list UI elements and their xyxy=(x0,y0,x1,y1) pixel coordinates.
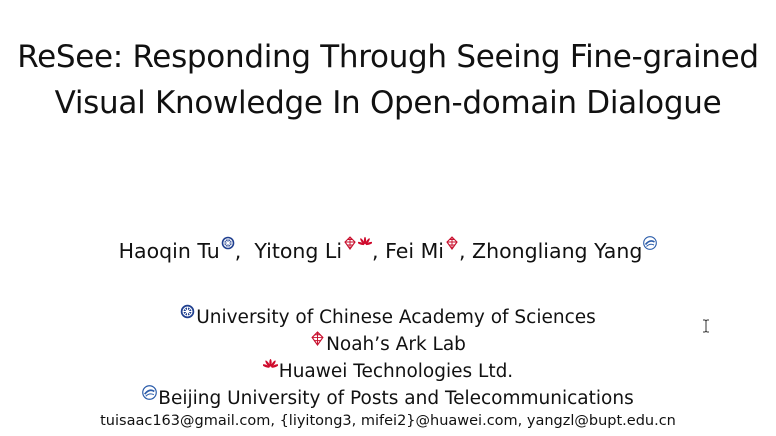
title-line-1: ReSee: Responding Through Seeing Fine-gr… xyxy=(17,39,759,75)
noahs-ark-logo-icon xyxy=(310,328,325,346)
huawei-logo-icon xyxy=(262,355,279,370)
bupt-logo-icon xyxy=(142,382,158,400)
author-name: Fei Mi xyxy=(385,239,444,263)
ucas-logo-icon xyxy=(180,301,195,319)
author-name: Yitong Li xyxy=(254,239,343,263)
author-name: Haoqin Tu xyxy=(118,239,220,263)
author-name: Zhongliang Yang xyxy=(472,239,643,263)
affiliation-bupt: Beijing University of Posts and Telecomm… xyxy=(0,382,776,412)
title-line-2: Visual Knowledge In Open-domain Dialogue xyxy=(54,85,722,121)
huawei-logo-icon xyxy=(357,226,373,246)
author-emails: tuisaac163@gmail.com, {liyitong3, mifei2… xyxy=(100,413,676,429)
affiliation-label: Huawei Technologies Ltd. xyxy=(278,361,514,382)
affiliation-label: University of Chinese Academy of Science… xyxy=(196,307,596,328)
affiliation-huawei: Huawei Technologies Ltd. xyxy=(0,355,776,385)
author-separator: , xyxy=(372,239,386,263)
text-cursor-icon xyxy=(702,318,710,333)
affiliation-ucas: University of Chinese Academy of Science… xyxy=(0,301,776,331)
paper-title: ReSee: Responding Through Seeing Fine-gr… xyxy=(0,34,776,126)
author-separator: , xyxy=(234,239,255,263)
affiliation-noah: Noah’s Ark Lab xyxy=(0,328,776,358)
noahs-ark-logo-icon xyxy=(445,226,459,250)
affiliation-label: Beijing University of Posts and Telecomm… xyxy=(158,388,634,409)
affiliation-label: Noah’s Ark Lab xyxy=(326,334,466,355)
bupt-logo-icon xyxy=(643,226,658,250)
author-separator: , xyxy=(458,239,473,263)
author-list: Haoqin Tu, Yitong Li, Fei Mi, Zhongliang… xyxy=(0,226,776,268)
noahs-ark-logo-icon xyxy=(343,226,357,250)
ucas-logo-icon xyxy=(221,226,235,250)
